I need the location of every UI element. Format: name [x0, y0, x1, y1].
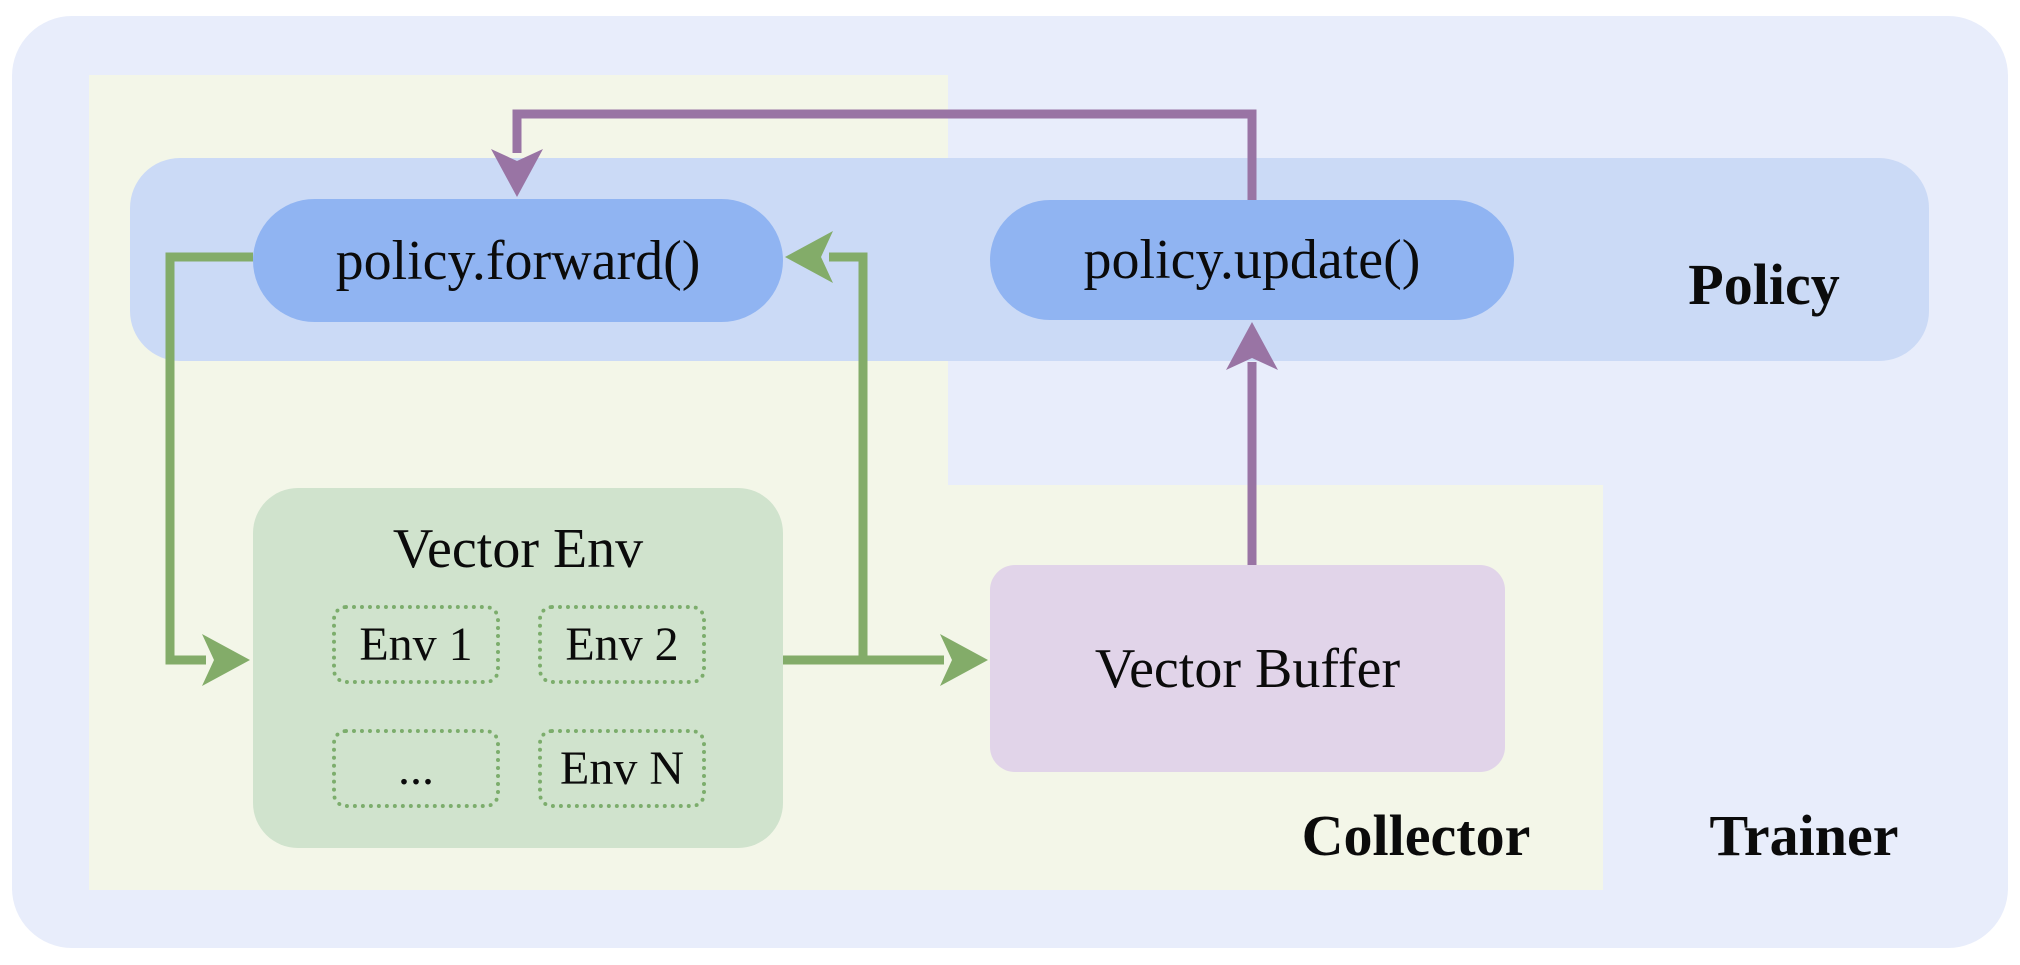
trainer-region-label: Trainer	[1709, 802, 1899, 868]
env-item-2-label: Env 2	[565, 618, 679, 671]
collector-region-label: Collector	[1301, 802, 1531, 868]
vector-env-title: Vector Env	[392, 518, 644, 580]
policy-forward-label: policy.forward()	[335, 229, 701, 292]
env-item-n: Env N	[538, 729, 706, 808]
env-item-n-label: Env N	[560, 742, 684, 795]
policy-update-label: policy.update()	[1083, 229, 1421, 291]
policy-region-label: Policy	[1688, 251, 1840, 317]
env-item-1: Env 1	[332, 605, 500, 684]
env-item-1-label: Env 1	[359, 618, 473, 671]
env-item-ellipsis: ...	[332, 729, 500, 808]
policy-forward-node: policy.forward()	[253, 199, 783, 322]
env-item-ellipsis-label: ...	[398, 742, 434, 795]
env-item-2: Env 2	[538, 605, 706, 684]
policy-update-node: policy.update()	[990, 200, 1514, 320]
vector-env-box	[253, 488, 783, 848]
vector-buffer-node: Vector Buffer	[990, 565, 1505, 772]
vector-buffer-label: Vector Buffer	[1094, 637, 1401, 700]
